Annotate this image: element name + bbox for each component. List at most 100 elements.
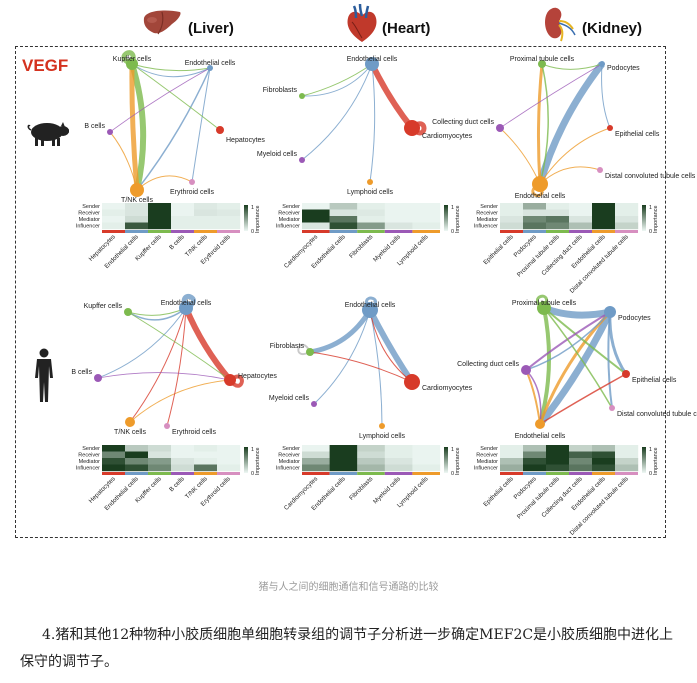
node (124, 308, 132, 316)
edge (127, 311, 231, 381)
heat-cell (217, 216, 241, 223)
node-label: Erythroid cells (170, 189, 214, 196)
heat-cell (329, 458, 358, 465)
node-label: Epithelial cells (615, 131, 660, 138)
node (538, 60, 546, 68)
heat-cell (148, 216, 172, 223)
heat-cell (592, 216, 616, 223)
heat-cell (523, 451, 547, 459)
node (207, 65, 213, 71)
column-color-bar (357, 230, 385, 233)
edge (541, 63, 603, 70)
node-label: Endothelial cells (515, 433, 566, 440)
heat-cell (302, 445, 330, 452)
heat-cell (384, 222, 413, 230)
edge (191, 67, 211, 183)
heat-cell (148, 445, 172, 452)
node-label: Fibroblasts (263, 87, 298, 94)
node-label: Lymphoid cells (347, 189, 394, 196)
heat-cell (194, 222, 218, 230)
heat-cell (412, 464, 441, 472)
heat-cell (384, 203, 413, 210)
heat-cell (329, 216, 358, 223)
edge (301, 63, 373, 161)
column-color-bar (217, 472, 240, 475)
role-label: Influencer (76, 466, 100, 472)
heat-cell (302, 451, 330, 459)
heat-cell (357, 458, 385, 465)
heat-cell (569, 445, 593, 452)
node-label: Collecting duct cells (432, 119, 494, 126)
column-color-bar (500, 472, 523, 475)
heat-cell (546, 445, 570, 452)
node-label: B cells (71, 369, 92, 376)
heat-cell (217, 464, 241, 472)
heat-cell (412, 203, 441, 210)
heat-cell (412, 209, 441, 217)
heat-cell (102, 458, 126, 465)
heat-cell (329, 203, 358, 210)
heat-cell (500, 458, 524, 465)
node-label: B cells (84, 123, 105, 130)
node-label: Podocytes (618, 315, 651, 322)
heat-cell (523, 458, 547, 465)
heat-cell (329, 209, 358, 217)
edge (369, 63, 376, 183)
heat-cell (148, 451, 172, 459)
column-color-bar (171, 472, 194, 475)
heat-cell (569, 203, 593, 210)
edge (183, 306, 233, 382)
heat-cell (546, 458, 570, 465)
heat-cell (592, 203, 616, 210)
role-label: Sender (480, 446, 498, 452)
node-label: Endothelial cells (161, 300, 212, 307)
column-label: Myeloid cells (372, 475, 402, 505)
heat-cell (217, 445, 241, 452)
network-pig-kidney: Proximal tubule cellsPodocytesEpithelial… (432, 56, 696, 200)
heat-cell (171, 464, 195, 472)
importance-colorbar (642, 447, 646, 473)
network-pig-heart: Endothelial cellsFibroblastsCardiomyocyt… (257, 56, 473, 196)
role-label: Receiver (278, 453, 300, 459)
heat-cell (194, 203, 218, 210)
heat-cell (546, 464, 570, 472)
node (125, 417, 135, 427)
heat-cell (592, 464, 616, 472)
node-label: Collecting duct cells (457, 361, 519, 368)
heat-cell (329, 222, 358, 230)
heat-cell (102, 451, 126, 459)
figure-frame (15, 46, 666, 538)
heat-cell (592, 458, 616, 465)
role-label: Sender (82, 204, 100, 210)
edge (109, 67, 211, 133)
node-label: Endothelial cells (345, 302, 396, 309)
node (306, 348, 314, 356)
edge (542, 304, 611, 319)
edge (539, 166, 601, 185)
edge (131, 63, 211, 72)
heat-cell (569, 209, 593, 217)
node (179, 301, 193, 315)
column-color-bar (523, 472, 546, 475)
heat-cell (217, 451, 241, 459)
node (604, 306, 616, 318)
heat-cell (500, 464, 524, 472)
organ-title-heart: (Heart) (382, 20, 431, 37)
heat-cell (217, 458, 241, 465)
network-human-heart: Endothelial cellsFibroblastsCardiomyocyt… (269, 296, 473, 440)
importance-colorbar (444, 205, 448, 231)
column-color-bar (102, 230, 125, 233)
node-label: Epithelial cells (632, 377, 677, 384)
heat-cell (500, 216, 524, 223)
role-label: Influencer (474, 466, 498, 472)
heat-cell (302, 216, 330, 223)
role-label: Receiver (78, 211, 100, 217)
heat-cell (412, 458, 441, 465)
heat-cell (125, 445, 149, 452)
heat-cell (357, 464, 385, 472)
column-color-bar (412, 230, 440, 233)
